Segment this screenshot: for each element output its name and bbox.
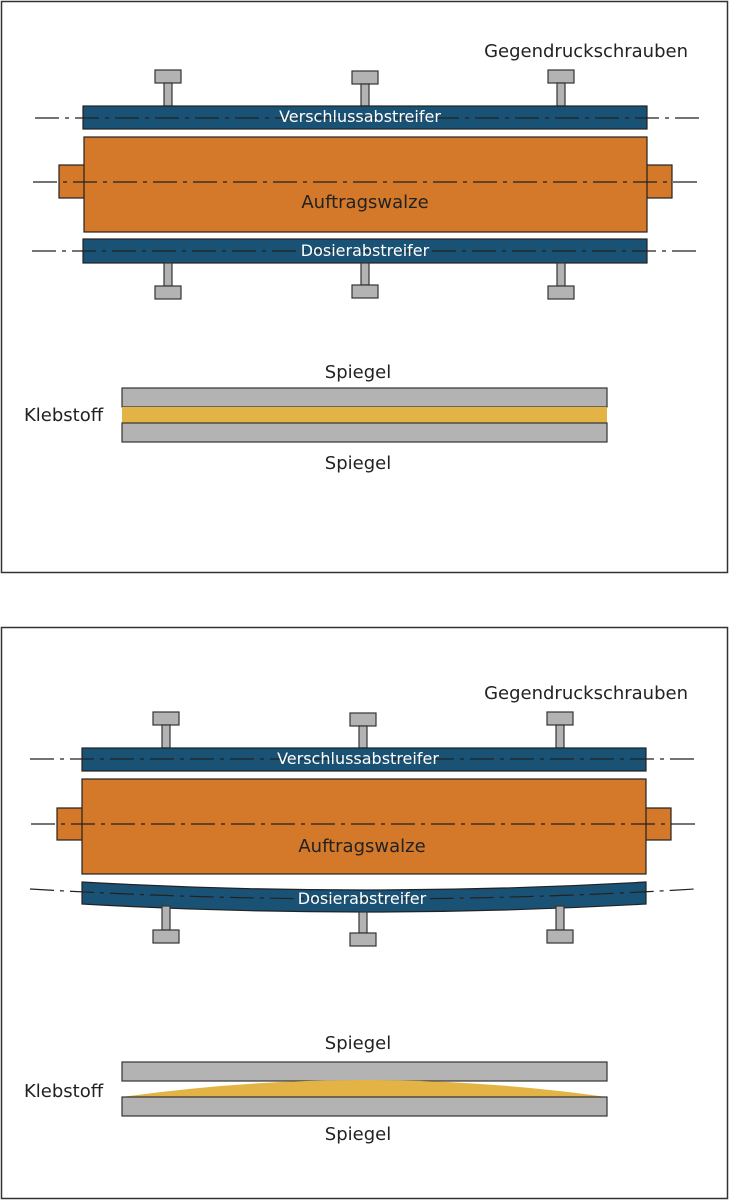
- roller-label: Auftragswalze: [301, 192, 428, 213]
- top-screws: [152, 711, 574, 749]
- screw: [358, 911, 368, 934]
- screw: [556, 82, 566, 107]
- adhesive-layer: [122, 407, 607, 423]
- screw: [351, 284, 379, 299]
- mirror-top: [121, 1061, 608, 1082]
- mirror-top: [121, 387, 608, 408]
- mirror-bottom: [121, 1096, 608, 1117]
- bottom-screws: [154, 262, 575, 300]
- closing-blade-label: Verschlussabstreifer: [279, 107, 441, 126]
- screws-label: Gegendruckschrauben: [484, 41, 688, 62]
- screw: [349, 712, 377, 727]
- screw: [152, 711, 180, 726]
- screw: [547, 285, 575, 300]
- screw: [555, 905, 565, 931]
- screw: [546, 711, 574, 726]
- screw: [547, 69, 575, 84]
- screw: [154, 69, 182, 84]
- center-line: [29, 888, 696, 900]
- adhesive-label: Klebstoff: [24, 1081, 104, 1102]
- screw: [360, 262, 370, 286]
- metering-blade-label: Dosierabstreifer: [298, 889, 427, 908]
- roller-label: Auftragswalze: [298, 836, 425, 857]
- mirror-top-label: Spiegel: [325, 362, 391, 383]
- mirror-bottom-label: Spiegel: [325, 453, 391, 474]
- screw: [546, 929, 574, 944]
- screw: [161, 724, 171, 749]
- application-roller: [83, 136, 648, 233]
- top-screws: [154, 69, 575, 107]
- mirror-bottom-label: Spiegel: [325, 1124, 391, 1145]
- screw: [163, 262, 173, 287]
- screw: [163, 82, 173, 107]
- screws-label: Gegendruckschrauben: [484, 683, 688, 704]
- metering-blade-label: Dosierabstreifer: [301, 241, 430, 260]
- screw: [161, 905, 171, 931]
- screw: [351, 70, 379, 85]
- screw: [154, 285, 182, 300]
- application-roller: [81, 778, 647, 875]
- metering-blade: [81, 881, 647, 913]
- screw: [555, 724, 565, 749]
- screw: [556, 262, 566, 287]
- screw: [358, 725, 368, 749]
- closing-blade-label: Verschlussabstreifer: [277, 749, 439, 768]
- mirror-bottom: [121, 422, 608, 443]
- mirror-top-label: Spiegel: [325, 1033, 391, 1054]
- screw: [152, 929, 180, 944]
- panel-deflected: Gegendruckschrauben Verschlussabstreifer…: [0, 626, 729, 1200]
- adhesive-label: Klebstoff: [24, 405, 104, 426]
- screw: [360, 83, 370, 107]
- screw: [349, 932, 377, 947]
- adhesive-layer: [122, 1080, 607, 1097]
- bottom-screws: [152, 905, 574, 947]
- panel-uniform: Gegendruckschrauben Verschlussabstreifer…: [0, 0, 729, 574]
